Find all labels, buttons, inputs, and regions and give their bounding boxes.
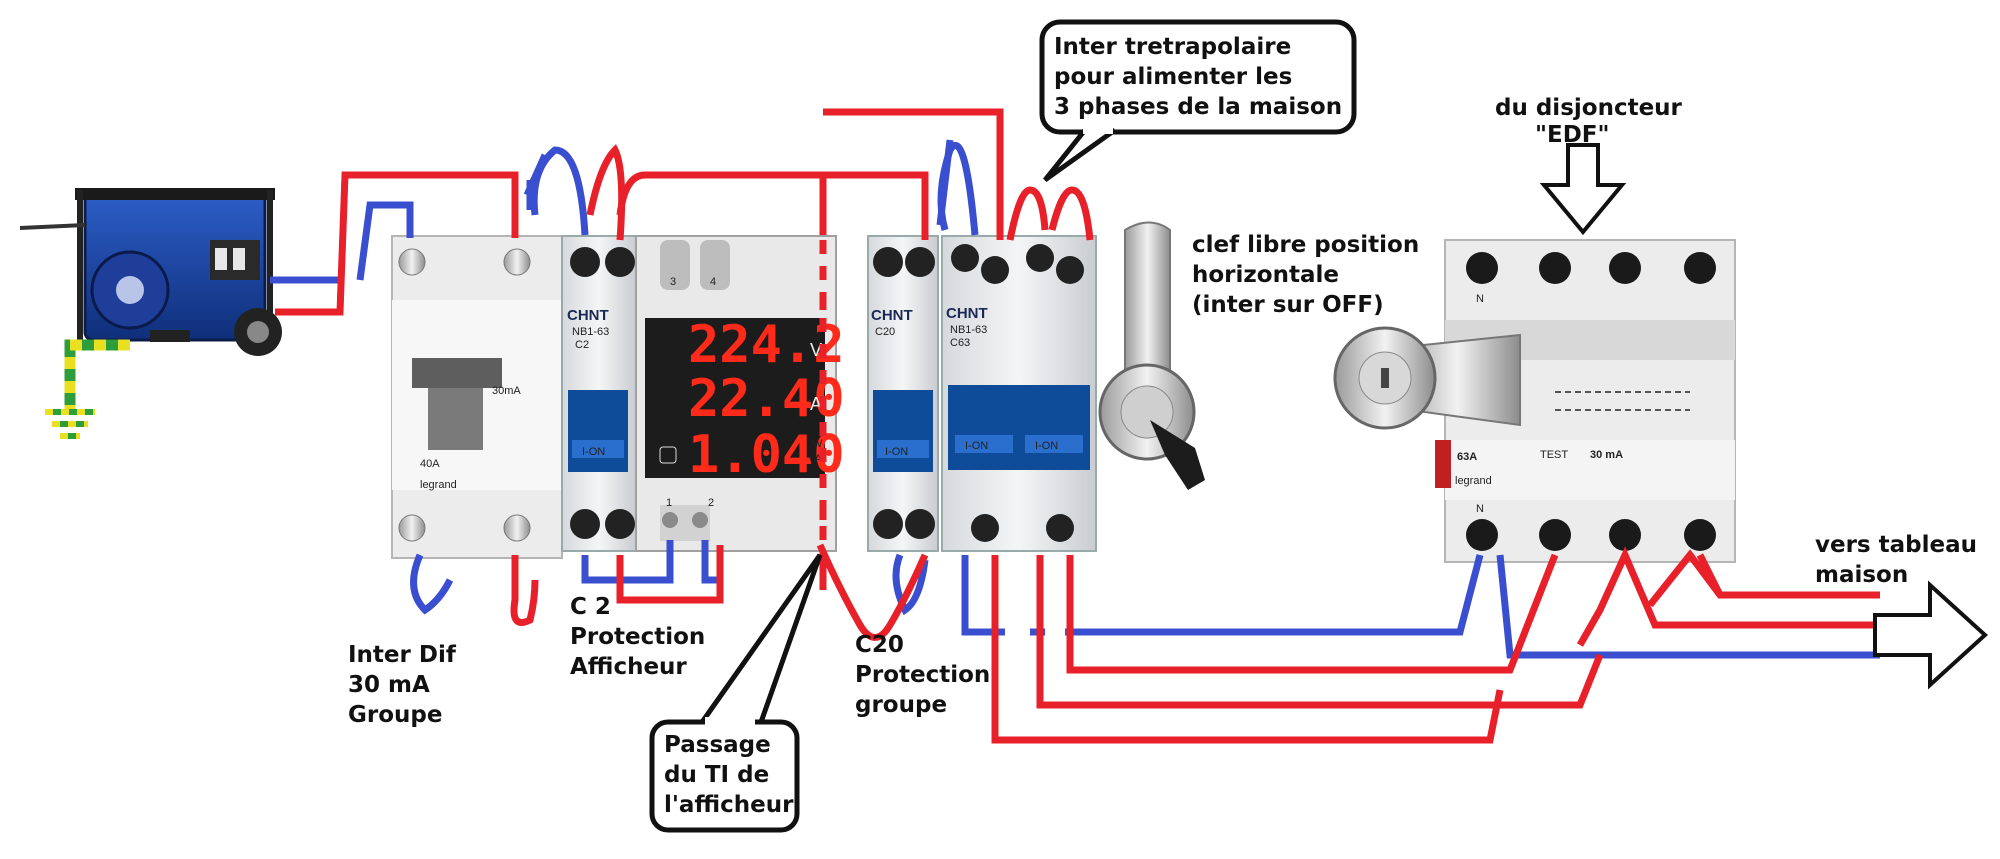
svg-text:C20: C20 [875, 326, 895, 338]
svg-text:CHNT: CHNT [871, 307, 913, 324]
label-edf-2: "EDF" [1535, 122, 1609, 148]
svg-text:40A: 40A [420, 458, 440, 470]
label-c20: C20 [855, 632, 904, 658]
svg-text:pour alimenter les: pour alimenter les [1054, 64, 1292, 90]
generator [19, 188, 282, 356]
svg-text:NB1-63: NB1-63 [950, 324, 987, 336]
label-c2-2: Protection [570, 624, 705, 650]
svg-text:CHNT: CHNT [567, 307, 609, 324]
svg-text:N: N [1476, 293, 1484, 305]
four-pole-switch: CHNT NB1-63 C63 I-ON I-ON [941, 235, 1097, 552]
arrow-to-house [1873, 580, 1988, 690]
label-c2-3: Afficheur [570, 654, 687, 680]
svg-text:TEST: TEST [1540, 449, 1568, 461]
svg-text:I-ON: I-ON [885, 446, 908, 458]
svg-text:C63: C63 [950, 337, 970, 349]
svg-text:A: A [810, 394, 822, 414]
svg-text:Inter tretrapolaire: Inter tretrapolaire [1054, 34, 1291, 60]
svg-text:W: W [812, 438, 823, 450]
svg-text:2: 2 [708, 497, 714, 509]
meter-voltage: 224.2 [688, 315, 845, 375]
svg-text:NB1-63: NB1-63 [572, 326, 609, 338]
svg-text:30 mA: 30 mA [1590, 449, 1623, 461]
callout-passage: Passage du TI de l'afficheur [649, 553, 823, 833]
svg-text:N: N [1476, 503, 1484, 515]
diff-switch-left: 30mA 40A legrand [391, 235, 563, 559]
svg-text:30mA: 30mA [492, 385, 521, 397]
label-clef-3: (inter sur OFF) [1192, 292, 1384, 318]
label-inter-dif-2: 30 mA [348, 672, 430, 698]
svg-text:1: 1 [666, 497, 672, 509]
blue-arrow-marks [523, 139, 954, 226]
svg-text:VA: VA [808, 453, 823, 465]
svg-text:3: 3 [670, 276, 676, 288]
label-edf: du disjoncteur [1495, 95, 1683, 121]
callout-inter-tetra: Inter tretrapolaire pour alimenter les 3… [1039, 19, 1357, 183]
label-c20-2: Protection [855, 662, 990, 688]
svg-text:I-ON: I-ON [965, 440, 988, 452]
label-clef-2: horizontale [1192, 262, 1339, 288]
svg-text:63A: 63A [1457, 451, 1477, 463]
svg-text:3 phases de la maison: 3 phases de la maison [1054, 94, 1342, 120]
label-inter-dif-3: Groupe [348, 702, 442, 728]
arrow-from-edf [1539, 143, 1627, 236]
label-c20-3: groupe [855, 692, 947, 718]
label-vers-tableau-2: maison [1815, 562, 1908, 588]
label-vers-tableau: vers tableau [1815, 532, 1977, 558]
svg-text:4: 4 [710, 276, 716, 288]
meter-power: 1.040 [688, 425, 845, 485]
svg-text:C2: C2 [575, 339, 589, 351]
svg-text:CHNT: CHNT [946, 305, 988, 322]
svg-text:du TI de: du TI de [664, 762, 769, 788]
label-c2: C 2 [570, 594, 611, 620]
diff-switch-right: N N 63A TEST 30 mA legrand [1333, 239, 1736, 563]
breaker-c2: CHNT NB1-63 C2 I-ON [561, 235, 637, 552]
svg-text:Passage: Passage [664, 732, 771, 758]
breaker-c20: CHNT C20 I-ON [867, 235, 939, 552]
label-clef: clef libre position [1192, 232, 1419, 258]
svg-text:l'afficheur: l'afficheur [664, 792, 794, 818]
power-meter: 3 4 224.2 22.40 1.040 V A W VA 1 2 [635, 235, 845, 552]
svg-text:legrand: legrand [1455, 475, 1492, 487]
label-inter-dif: Inter Dif [348, 642, 457, 668]
earth-wire [45, 339, 130, 439]
svg-text:I-ON: I-ON [1035, 440, 1058, 452]
meter-current: 22.40 [688, 369, 845, 429]
key-lock-left [1098, 221, 1205, 490]
svg-text:V: V [810, 340, 822, 360]
svg-text:legrand: legrand [420, 479, 457, 491]
svg-text:I-ON: I-ON [582, 446, 605, 458]
